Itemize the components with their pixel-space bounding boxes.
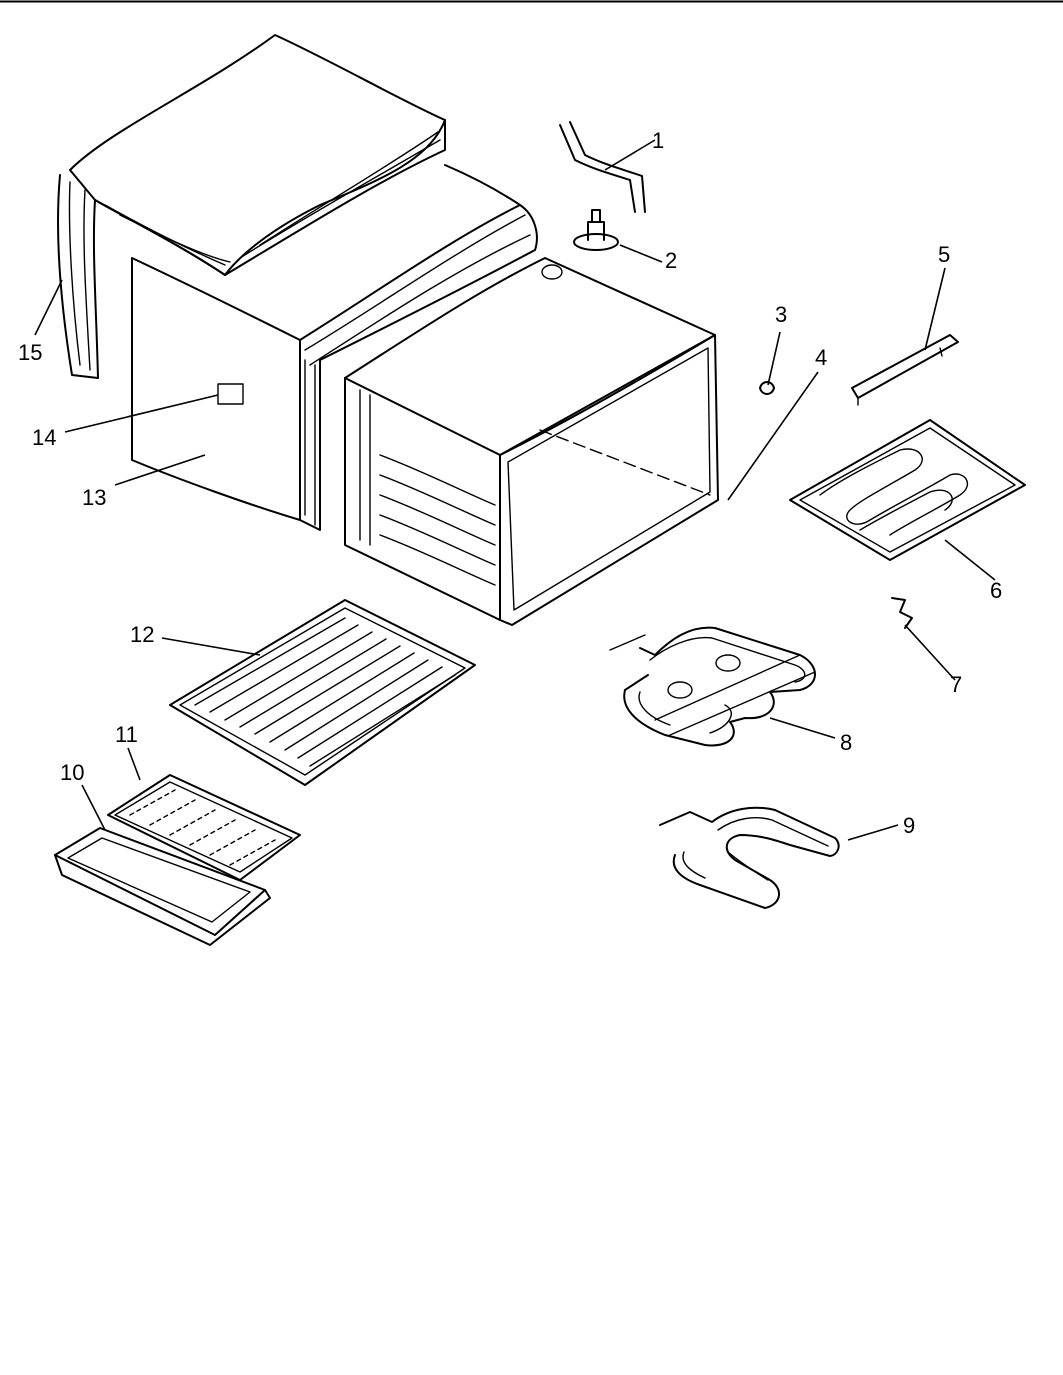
callout-10: 10 xyxy=(60,760,84,785)
callout-6: 6 xyxy=(990,578,1002,603)
callout-4: 4 xyxy=(815,345,827,370)
clip-illustration-3 xyxy=(759,381,775,395)
oven-liner-illustration xyxy=(344,257,719,626)
oven-rack-illustration xyxy=(169,599,476,786)
leader-2 xyxy=(619,244,663,263)
broiler-pan-insert-illustration xyxy=(107,774,301,881)
leader-1 xyxy=(604,139,656,171)
bake-element-illustration xyxy=(659,806,840,909)
leader-14 xyxy=(64,394,219,433)
callout-11: 11 xyxy=(115,722,138,747)
leader-12 xyxy=(161,637,261,656)
callout-2: 2 xyxy=(665,248,677,273)
callout-14: 14 xyxy=(32,425,56,450)
fitting-illustration xyxy=(573,209,619,251)
leader-15 xyxy=(34,279,63,336)
callout-1: 1 xyxy=(652,128,664,153)
leader-3 xyxy=(767,331,781,386)
leader-10 xyxy=(81,784,106,831)
retainer-clip-shape xyxy=(217,383,244,405)
callout-5: 5 xyxy=(938,242,950,267)
clip-illustration-7 xyxy=(891,597,913,629)
leader-5 xyxy=(924,267,946,351)
leader-13 xyxy=(114,454,206,486)
callout-7: 7 xyxy=(950,672,962,697)
broil-element-illustration xyxy=(609,626,816,747)
callout-labels: 1 2 3 4 5 6 7 8 9 10 11 12 13 14 15 xyxy=(18,128,1002,838)
leader-7 xyxy=(904,624,956,681)
callout-9: 9 xyxy=(903,813,915,838)
leader-4 xyxy=(727,371,819,501)
bake-element-cover-illustration xyxy=(789,419,1026,561)
callout-3: 3 xyxy=(775,302,787,327)
callout-12: 12 xyxy=(130,622,154,647)
leader-6 xyxy=(944,539,996,581)
tube-illustration xyxy=(559,121,646,213)
callout-15: 15 xyxy=(18,340,42,365)
leader-9 xyxy=(847,824,899,841)
insulation-side-illustration xyxy=(131,164,538,531)
insulation-wrap-illustration xyxy=(57,34,446,379)
callout-8: 8 xyxy=(840,730,852,755)
leader-11 xyxy=(127,747,141,781)
broiler-pan-illustration xyxy=(54,827,271,946)
leader-lines xyxy=(34,139,996,841)
callout-13: 13 xyxy=(82,485,106,510)
bracket-illustration xyxy=(851,334,959,406)
leader-8 xyxy=(769,717,836,739)
